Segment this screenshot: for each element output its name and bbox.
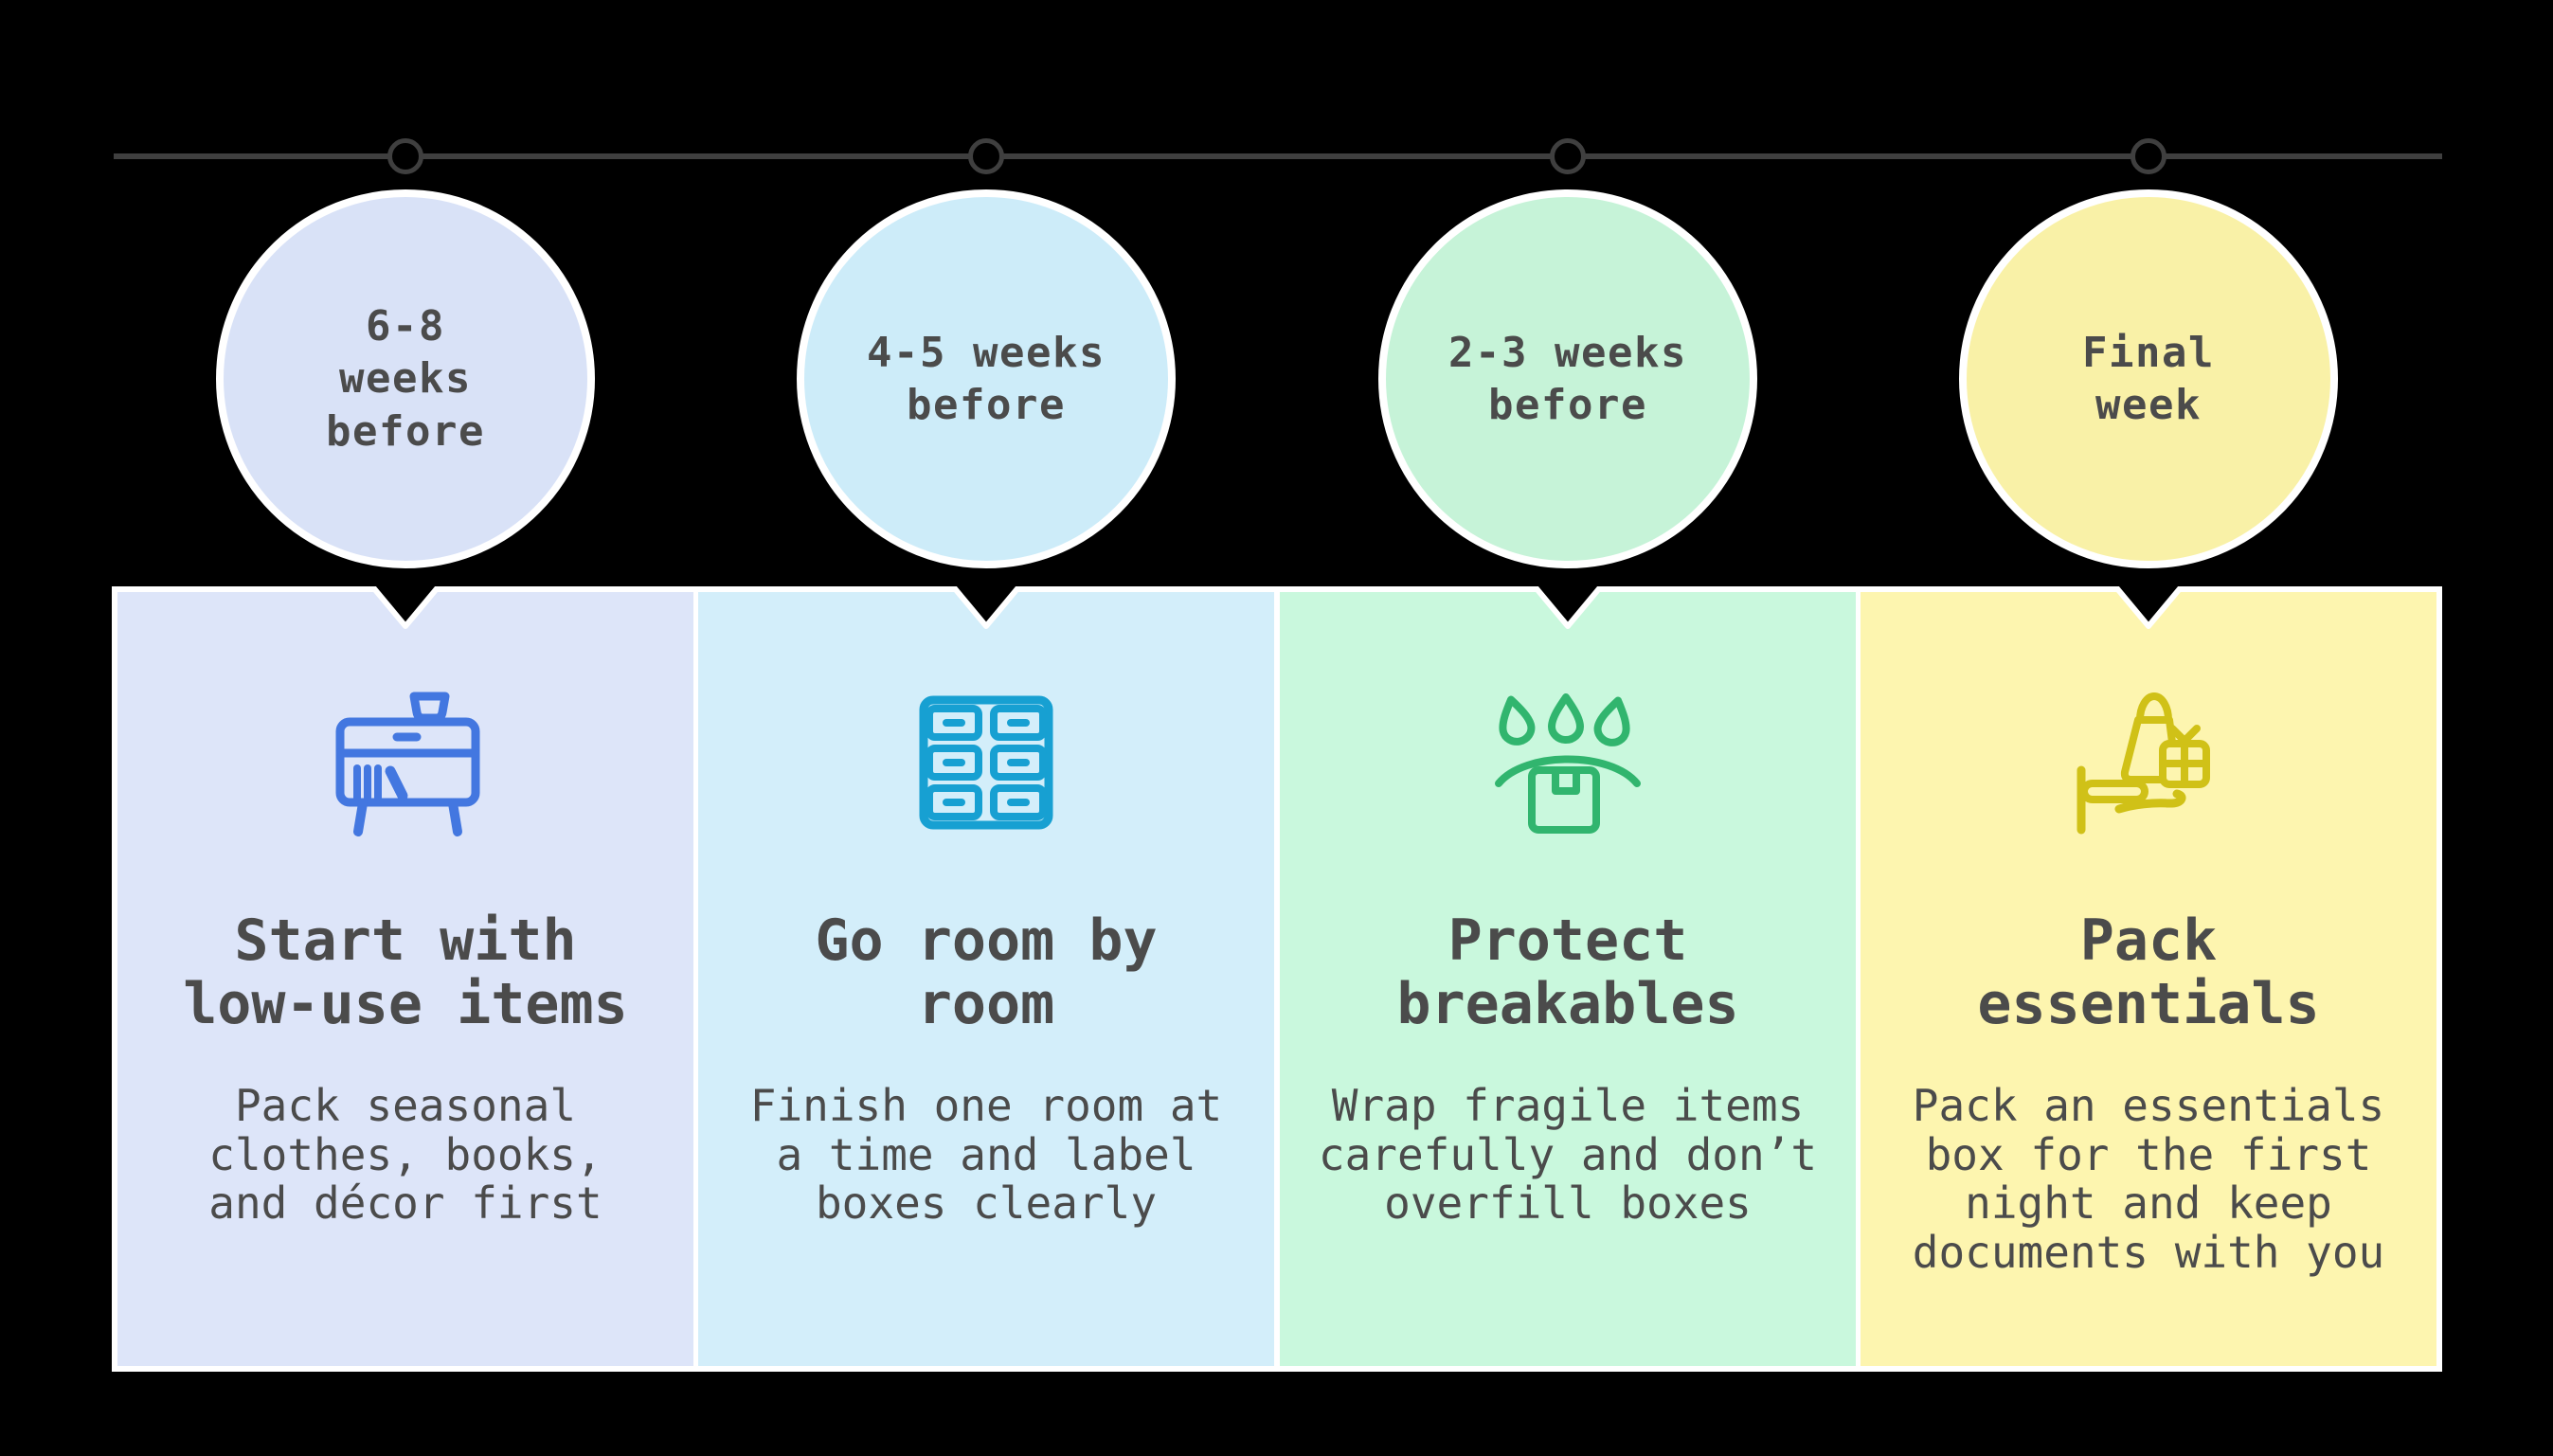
panel-notch [1535, 586, 1601, 629]
timeline-node [1550, 138, 1586, 174]
timeline-stage-2: 4-5 weeks before Go room by room Finish … [698, 0, 1274, 1456]
panel-title: Start with low-use items [183, 908, 628, 1038]
panel-notch [2115, 586, 2182, 629]
timeline-stage-1: 6-8 weeks before Start with low-use item… [117, 0, 693, 1456]
stage-time-circle: 6-8 weeks before [216, 189, 595, 568]
stage-time-label: 4-5 weeks before [867, 328, 1106, 429]
timeline-node [387, 138, 423, 174]
stage-time-label: 2-3 weeks before [1448, 328, 1687, 429]
drawer-cabinet-icon [919, 695, 1053, 830]
stage-panel [1280, 592, 1856, 1366]
panel-title: Go room by room [815, 908, 1158, 1038]
panel-title: Pack essentials [1977, 908, 2320, 1038]
panel-description: Pack an essentials box for the first nig… [1912, 1080, 2385, 1278]
stage-time-circle: Final week [1959, 189, 2338, 568]
panel-title: Protect breakables [1396, 908, 1739, 1038]
hand-holding-essentials-icon [2077, 692, 2210, 835]
timeline-stage-3: 2-3 weeks before Protect breakables Wrap… [1280, 0, 1856, 1456]
timeline-node [968, 138, 1004, 174]
stage-time-circle: 2-3 weeks before [1378, 189, 1757, 568]
stage-time-circle: 4-5 weeks before [797, 189, 1176, 568]
panel-description: Wrap fragile items carefully and don’t o… [1318, 1080, 1818, 1230]
panel-notch [953, 586, 1019, 629]
panel-description: Pack seasonal clothes, books, and décor … [208, 1080, 602, 1230]
stage-time-label: Final week [2082, 328, 2215, 429]
panel-notch [372, 586, 439, 629]
fragile-box-drops-icon [1495, 693, 1641, 834]
timeline-node [2130, 138, 2166, 174]
timeline-axis [114, 153, 2442, 159]
stage-panel [698, 592, 1274, 1366]
timeline-stage-4: Final week Pack essentials Pack an essen… [1861, 0, 2436, 1456]
sideboard-books-icon [335, 692, 480, 836]
panel-description: Finish one room at a time and label boxe… [749, 1080, 1223, 1230]
stage-time-label: 6-8 weeks before [326, 301, 485, 456]
